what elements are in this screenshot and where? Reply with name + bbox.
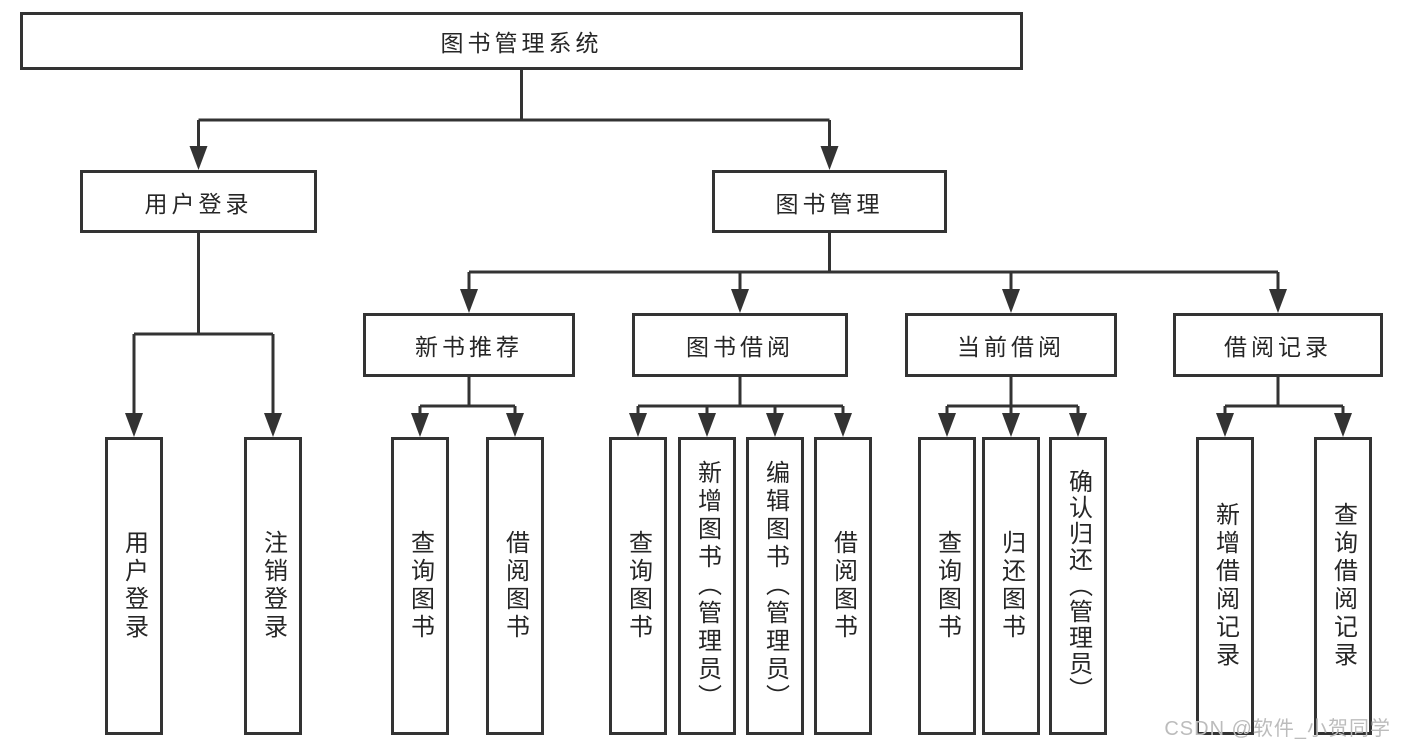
node-label: 归还图书 xyxy=(997,530,1025,642)
connector-new-book-recommendation-children xyxy=(411,377,524,437)
node-user-login: 用户登录 xyxy=(80,170,317,233)
leaf-confirm-return-admin: 确认归还（管理员） xyxy=(1049,437,1107,735)
node-label: 查询图书 xyxy=(406,530,434,642)
leaf-add-books-admin: 新增图书（管理员） xyxy=(678,437,736,735)
connector-book-borrowing-children xyxy=(629,377,852,437)
node-label: 查询借阅记录 xyxy=(1329,502,1357,670)
node-label: 查询图书 xyxy=(624,530,652,642)
leaf-borrow-books: 借阅图书 xyxy=(814,437,872,735)
leaf-logout-login: 注销登录 xyxy=(244,437,302,735)
leaf-query-books-current: 查询图书 xyxy=(918,437,976,735)
node-label: 借阅图书 xyxy=(829,530,857,642)
connector-user-login-children xyxy=(125,233,282,437)
node-label: 图书管理 xyxy=(775,190,884,217)
node-label: 当前借阅 xyxy=(957,334,1065,360)
node-label: 编辑图书（管理员） xyxy=(761,460,789,712)
node-label: 确认归还（管理员） xyxy=(1064,469,1092,703)
node-label: 新增图书（管理员） xyxy=(693,460,721,712)
leaf-query-borrow-record: 查询借阅记录 xyxy=(1314,437,1372,735)
node-book-management: 图书管理 xyxy=(712,170,947,233)
node-current-borrowing: 当前借阅 xyxy=(905,313,1117,377)
node-label: 新书推荐 xyxy=(415,334,523,360)
node-library-management-system: 图书管理系统 xyxy=(20,12,1023,70)
node-borrowing-records: 借阅记录 xyxy=(1173,313,1383,377)
connector-root-to-level2 xyxy=(189,70,839,170)
node-label: 用户登录 xyxy=(144,190,253,217)
connector-book-management-children xyxy=(460,233,1287,313)
node-label: 注销登录 xyxy=(259,530,287,642)
connector-current-borrowing-children xyxy=(938,377,1087,437)
node-label: 查询图书 xyxy=(933,530,961,642)
leaf-add-borrow-record: 新增借阅记录 xyxy=(1196,437,1254,735)
leaf-query-books-borrow: 查询图书 xyxy=(609,437,667,735)
watermark: CSDN @软件_小贺同学 xyxy=(1164,718,1391,740)
node-label: 借阅记录 xyxy=(1224,334,1332,360)
node-label: 图书借阅 xyxy=(686,334,794,360)
node-label: 借阅图书 xyxy=(501,530,529,642)
node-new-book-recommendation: 新书推荐 xyxy=(363,313,575,377)
node-label: 新增借阅记录 xyxy=(1211,502,1239,670)
node-label: 图书管理系统 xyxy=(440,30,603,56)
leaf-edit-books-admin: 编辑图书（管理员） xyxy=(746,437,804,735)
node-label: 用户登录 xyxy=(120,530,148,642)
leaf-return-books: 归还图书 xyxy=(982,437,1040,735)
leaf-borrow-books-recommend: 借阅图书 xyxy=(486,437,544,735)
node-book-borrowing: 图书借阅 xyxy=(632,313,848,377)
leaf-user-login: 用户登录 xyxy=(105,437,163,735)
leaf-query-books-recommend: 查询图书 xyxy=(391,437,449,735)
connector-borrowing-records-children xyxy=(1216,377,1352,437)
